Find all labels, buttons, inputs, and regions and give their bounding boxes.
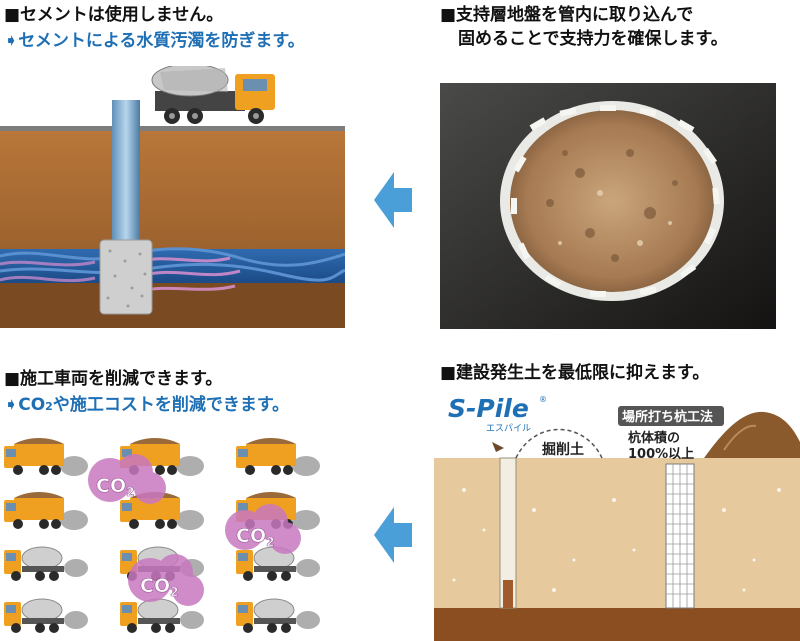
left-arrow-icon (372, 505, 412, 569)
excavated-soil-comparison: S-Pile ® エスパイル 掘削土 場所打ち杭工法 杭体積の 100%以上 (434, 390, 800, 641)
cement-free-illustration (0, 66, 345, 328)
co2-cloud: CO2 (88, 454, 166, 504)
bearing-layer-heading-line2: 固めることで支持力を確保します。 (458, 29, 728, 49)
co2-cloud: CO2 (128, 554, 204, 606)
pile-volume-line1: 杭体積の (628, 430, 680, 446)
left-arrow-icon (372, 170, 412, 234)
steel-pipe (112, 100, 140, 244)
soil-reduction-heading: ■建設発生土を最低限に抑えます。 (440, 363, 710, 383)
svg-text:CO2: CO2 (236, 525, 274, 549)
svg-text:CO2: CO2 (96, 475, 134, 499)
pile-volume-line2: 100%以上 (628, 447, 694, 462)
svg-text:®: ® (539, 395, 547, 404)
trucks-illustration: CO2 CO2 CO2 (0, 430, 345, 641)
cement-heading: ■セメントは使用しません。 (4, 5, 224, 25)
spile-kana: エスパイル (486, 423, 531, 434)
bearing-layer-heading-line1: ■支持層地盤を管内に取り込んで (440, 5, 694, 25)
svg-text:CO2: CO2 (140, 575, 178, 599)
water-pollution-subheading: ➧セメントによる水質汚濁を防ぎます。 (4, 31, 305, 51)
vehicle-reduction-heading: ■施工車両を削減できます。 (4, 369, 223, 389)
excavated-soil-label: 掘削土 (542, 441, 584, 458)
cast-in-place-method-label: 場所打ち杭工法 (622, 409, 713, 425)
mixer-truck-icon (151, 66, 275, 124)
pile-cross-section-photo (440, 83, 776, 329)
co2-reduction-subheading: ➧CO2や施工コストを削減できます。 (4, 395, 290, 415)
co2-cloud: CO2 (225, 504, 301, 554)
spile-logo: S-Pile (448, 394, 529, 423)
